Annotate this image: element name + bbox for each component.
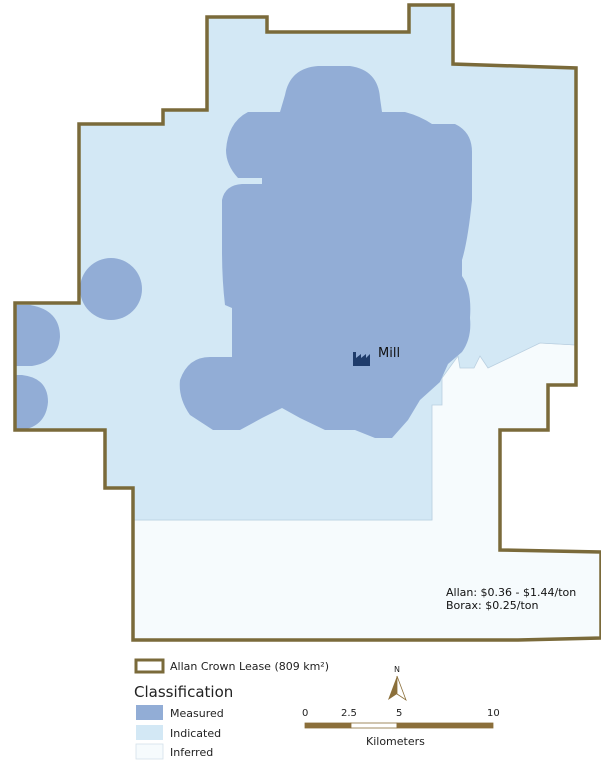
scale-tick-2-5: 2.5	[341, 708, 357, 719]
scale-tick-10: 10	[487, 708, 500, 719]
scale-tick-0: 0	[302, 708, 308, 719]
legend-lease-label: Allan Crown Lease (809 km²)	[170, 660, 329, 673]
legend: Allan Crown Lease (809 km²) Classificati…	[134, 658, 329, 760]
scale-tick-5: 5	[396, 708, 402, 719]
legend-inferred-label: Inferred	[170, 746, 213, 759]
legend-classification-title: Classification	[134, 683, 233, 701]
measured-west-circle	[80, 258, 142, 320]
royalty-allan-text: Allan: $0.36 - $1.44/ton	[446, 586, 576, 599]
legend-inferred-swatch	[135, 743, 164, 760]
measured-edge-upper	[15, 305, 60, 366]
measured-edge-lower	[15, 375, 48, 430]
measured-zones	[15, 66, 472, 438]
scale-unit-label: Kilometers	[366, 735, 425, 748]
legend-indicated-label: Indicated	[170, 727, 221, 740]
legend-measured-label: Measured	[170, 707, 224, 720]
measured-main-zone	[179, 66, 472, 438]
legend-measured-swatch	[136, 705, 163, 720]
legend-lease-swatch	[134, 658, 165, 674]
scale-bar: 0 2.5 5 10 Kilometers	[302, 708, 500, 748]
north-arrow: N	[388, 665, 407, 702]
mill-label: Mill	[378, 346, 400, 361]
legend-indicated-swatch	[136, 725, 163, 740]
factory-icon	[353, 352, 370, 366]
lease-boundary	[13, 3, 601, 642]
north-label: N	[394, 665, 400, 674]
royalty-borax-text: Borax: $0.25/ton	[446, 599, 538, 612]
north-arrow-icon	[388, 676, 397, 700]
